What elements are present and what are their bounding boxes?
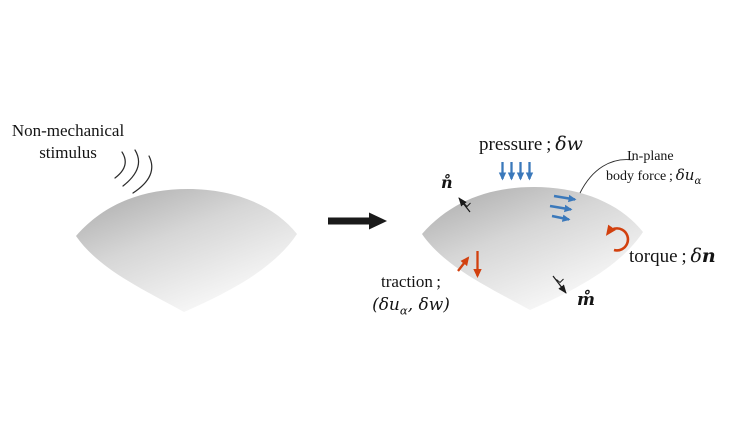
perpendicular-tick-n — [463, 202, 471, 208]
in-plane-math: δuα — [675, 166, 702, 188]
director-vector-arrow — [552, 275, 567, 294]
torque-word: torque ; — [629, 246, 691, 267]
stimulus-label: Non-mechanical stimulus — [4, 120, 132, 164]
m-vector-label: m̊ — [577, 290, 595, 310]
wave-arc-medium — [122, 149, 140, 187]
traction-arrow-tangential — [457, 256, 470, 272]
traction-label: traction ; (δuα, δw) — [370, 270, 452, 318]
stimulus-wave-arcs — [114, 149, 153, 194]
transform-arrow-head — [369, 212, 387, 230]
n-vector-label: n̊ — [441, 173, 453, 192]
in-plane-force-arrow — [549, 204, 573, 213]
shell-before-surface — [76, 189, 297, 312]
pressure-math: δw — [555, 133, 583, 155]
wave-arc-large — [132, 155, 153, 194]
in-plane-label-line1: In-plane — [627, 149, 674, 164]
in-plane-body-force-label: In-plane body force ; δuα — [606, 148, 701, 187]
in-plane-force-arrows — [549, 194, 577, 222]
pressure-word: pressure ; — [479, 134, 556, 155]
shell-after-surface — [422, 187, 643, 310]
torque-arrow — [605, 224, 630, 252]
traction-label-line1: traction ; — [380, 272, 442, 291]
pressure-label: pressure ; δw — [479, 133, 583, 156]
in-plane-leader-line — [579, 159, 634, 194]
shell-before — [76, 189, 297, 312]
transform-arrow — [328, 212, 387, 230]
traction-label-line2: (δuα, δw) — [372, 294, 450, 318]
normal-vector-n — [458, 197, 471, 213]
torque-label: torque ; δn — [629, 245, 716, 268]
torque-n: n — [701, 245, 716, 267]
normal-vector-arrow — [458, 197, 471, 213]
perpendicular-tick-m — [556, 278, 564, 284]
in-plane-force-arrow — [553, 194, 577, 203]
traction-arrows — [457, 251, 482, 278]
stimulus-label-line1: Non-mechanical — [11, 121, 125, 140]
wave-arc-small — [114, 151, 126, 179]
stimulus-label-line2: stimulus — [39, 142, 97, 162]
pressure-arrows — [498, 162, 534, 181]
in-plane-label-line2: body force ; δuα — [606, 166, 702, 188]
in-plane-force-arrow — [551, 214, 571, 222]
torque-delta: δ — [690, 245, 702, 267]
shell-after — [422, 187, 643, 310]
director-vector-m — [552, 275, 567, 294]
